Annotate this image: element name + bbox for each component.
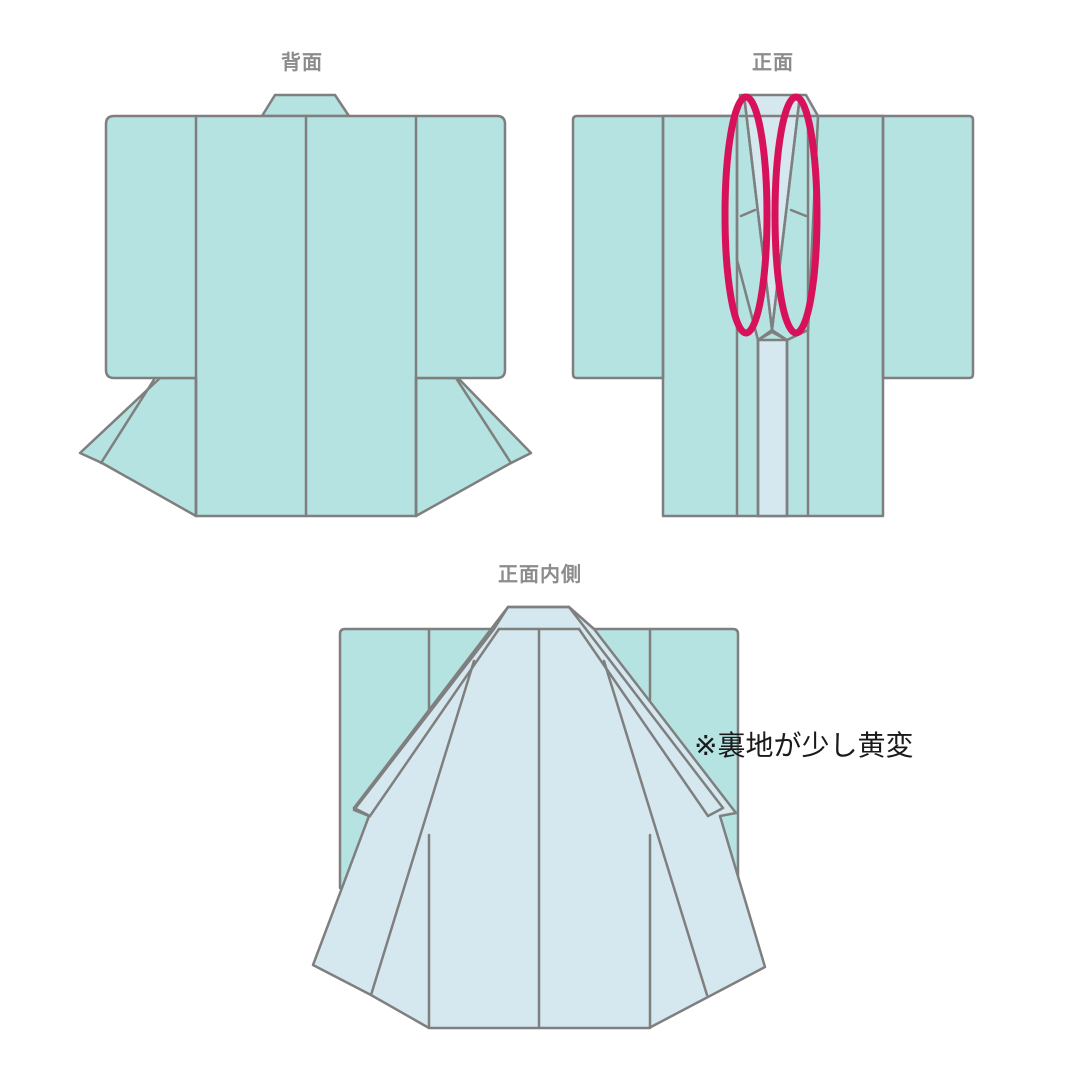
front-right-collar-mark [771,93,821,337]
lining-yellowing-note: ※裏地が少し黄変 [694,729,914,762]
front-view-title: 正面 [752,50,794,74]
back-left-skirt [78,376,198,518]
kimono-back-diagram [78,93,533,518]
back-view-title: 背面 [281,50,323,74]
kimono-front-inner-diagram [311,605,767,1030]
back-collar [260,93,351,118]
kimono-front-diagram [571,93,975,518]
back-right-skirt [414,376,533,518]
front-left-collar-mark [721,93,771,337]
front-center-lining [756,338,789,518]
front-inner-view-title: 正面内側 [498,562,582,586]
